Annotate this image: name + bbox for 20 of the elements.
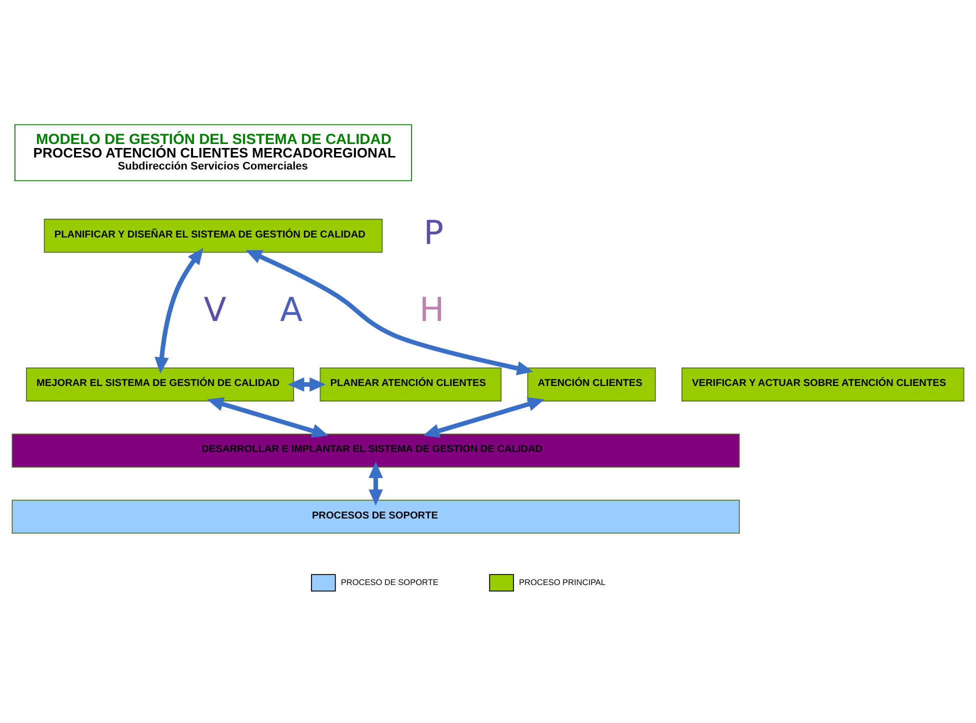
node-box: PLANEAR ATENCIÓN CLIENTES bbox=[320, 367, 502, 401]
arrow bbox=[368, 461, 383, 506]
label: H bbox=[419, 289, 444, 328]
arrow bbox=[154, 247, 204, 374]
label: P bbox=[424, 212, 444, 252]
label: A bbox=[280, 289, 303, 328]
label: V bbox=[204, 289, 226, 328]
node-box: PLANIFICAR Y DISEÑAR EL SISTEMA DE GESTIÓN DE CALIDAD bbox=[44, 218, 383, 252]
arrow bbox=[246, 250, 534, 375]
arrow bbox=[288, 376, 326, 392]
node-box: DESARROLLAR E IMPLANTAR EL SISTEMA DE GESTION DE CALIDAD bbox=[12, 433, 740, 468]
legend-label: PROCESO DE SOPORTE bbox=[340, 577, 438, 586]
node-box: MEJORAR EL SISTEMA DE GESTIÓN DE CALIDAD bbox=[26, 367, 294, 401]
legend-label: PROCESO PRINCIPAL bbox=[518, 577, 606, 586]
arrow bbox=[423, 396, 544, 438]
node-box: MODELO DE GESTIÓN DEL SISTEMA DE CALIDAD PROCESO ATENCIÓN CLIENTES MERCADOREGIONAL Subdirección Servicios Comerciales bbox=[14, 124, 412, 181]
node-box: VERIFICAR Y ACTUAR SOBRE ATENCIÓN CLIENTES bbox=[682, 367, 964, 401]
arrow bbox=[207, 396, 329, 438]
node-box: PROCESOS DE SOPORTE bbox=[12, 499, 740, 534]
node-box: ATENCIÓN CLIENTES bbox=[527, 367, 656, 401]
